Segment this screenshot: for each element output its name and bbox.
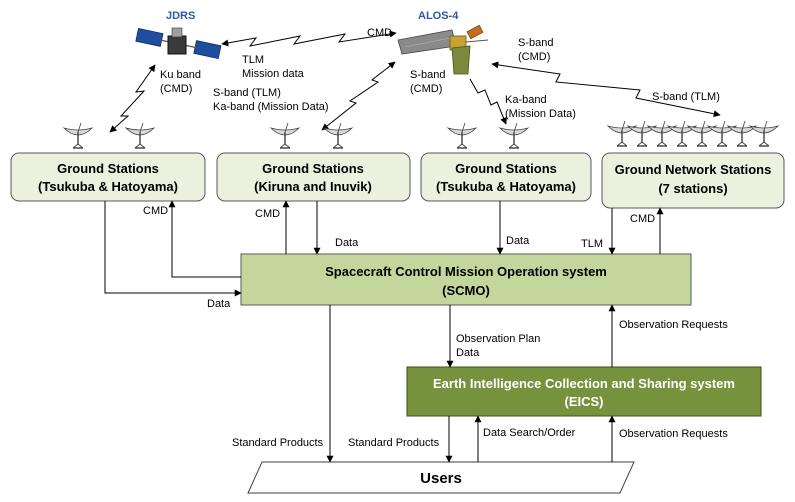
std-products-2-label: Standard Products: [348, 437, 440, 449]
connectors: [104, 200, 664, 463]
antenna-icon: [125, 122, 155, 149]
antenna-icon: [707, 120, 737, 147]
link-jdrs-gs1: [109, 64, 156, 133]
cmd-gs4-label: CMD: [630, 213, 655, 225]
data-gs1-label: Data: [207, 298, 231, 310]
flow-gs1-cmd: [168, 200, 241, 278]
cmd-gs1-label: CMD: [143, 205, 168, 217]
antenna-icon: [499, 122, 529, 149]
antenna-icon: [667, 120, 697, 147]
antenna-icon: [687, 120, 717, 147]
gs1-subtitle: (Tsukuba & Hatoyama): [38, 179, 178, 194]
s-band-tlm-label: S-band (TLM): [213, 87, 281, 99]
data-gs3-label: Data: [506, 235, 530, 247]
link-alos4-gs2: [321, 61, 396, 131]
data-search-label: Data Search/Order: [483, 427, 576, 439]
space-links: [109, 30, 721, 133]
ground-station-kiruna: Ground Stations (Kiruna and Inuvik): [216, 152, 411, 202]
scmo-box: Spacecraft Control Mission Operation sys…: [240, 253, 692, 306]
obs-plan-data-label: Data: [456, 347, 480, 359]
antenna-icon: [627, 120, 657, 147]
users-label: Users: [420, 470, 462, 487]
eics-title: Earth Intelligence Collection and Sharin…: [433, 376, 735, 391]
ground-network-stations: Ground Network Stations (7 stations): [601, 152, 785, 209]
s-band-right-label: S-band: [518, 37, 553, 49]
jdrs-label: JDRS: [166, 10, 195, 22]
gs2-subtitle: (Kiruna and Inuvik): [254, 179, 372, 194]
antenna-icon: [727, 120, 757, 147]
gs4-title: Ground Network Stations: [615, 162, 772, 177]
obs-requests-scmo-label: Observation Requests: [619, 319, 728, 331]
connector-labels: CMD Data CMD Data Data TLM CMD Observati…: [143, 205, 728, 449]
tlm-gs4-label: TLM: [581, 238, 603, 250]
jdrs-satellite: JDRS: [135, 10, 222, 60]
obs-requests-users-label: Observation Requests: [619, 428, 728, 440]
cmd-gs2-label: CMD: [255, 208, 280, 220]
s-band-tlm-right-label: S-band (TLM): [652, 91, 720, 103]
link-alos4-gs4: [491, 61, 721, 118]
link-jdrs-alos4: [221, 30, 397, 47]
ground-station-tsukuba-2: Ground Stations (Tsukuba & Hatoyama): [420, 152, 592, 202]
flow-gs1-data: [104, 201, 242, 297]
gs2-title: Ground Stations: [262, 161, 364, 176]
antenna-icon: [447, 122, 477, 149]
gs3-title: Ground Stations: [455, 161, 557, 176]
antenna-icon: [607, 120, 637, 147]
ka-band-mission-data-label: (Mission Data): [505, 108, 576, 120]
s-band-cmd-label: (CMD): [410, 83, 442, 95]
scmo-subtitle: (SCMO): [442, 283, 490, 298]
gs4-subtitle: (7 stations): [658, 181, 727, 196]
alos4-label: ALOS-4: [418, 10, 459, 22]
gs3-subtitle: (Tsukuba & Hatoyama): [436, 179, 576, 194]
ground-station-tsukuba-1: Ground Stations (Tsukuba & Hatoyama): [10, 152, 206, 202]
antenna-icon: [63, 122, 93, 149]
users-box: Users: [247, 461, 635, 494]
ka-band-mission-label: Ka-band (Mission Data): [213, 101, 329, 113]
std-products-1-label: Standard Products: [232, 437, 324, 449]
obs-plan-label: Observation Plan: [456, 333, 540, 345]
link-alos4-gs3: [469, 78, 507, 125]
space-link-labels: Ku band (CMD) CMD TLM Mission data S-ban…: [160, 27, 720, 120]
data-gs2-label: Data: [335, 237, 359, 249]
antennas: [63, 120, 779, 149]
mission-data-label: Mission data: [242, 68, 305, 80]
scmo-title: Spacecraft Control Mission Operation sys…: [325, 264, 607, 279]
s-band-label: S-band: [410, 69, 445, 81]
antenna-icon: [323, 122, 353, 149]
tlm-label: TLM: [242, 54, 264, 66]
ku-band-label: Ku band: [160, 69, 201, 81]
eics-box: Earth Intelligence Collection and Sharin…: [406, 366, 762, 417]
eics-subtitle: (EICS): [565, 394, 604, 409]
cmd-top-label: CMD: [367, 27, 392, 39]
alos4-satellite: ALOS-4: [397, 10, 489, 75]
s-band-right-cmd-label: (CMD): [518, 51, 550, 63]
ka-band-label: Ka-band: [505, 94, 547, 106]
jdrs-satellite-icon: [135, 27, 222, 60]
ku-band-cmd-label: (CMD): [160, 83, 192, 95]
antenna-icon: [270, 122, 300, 149]
gs1-title: Ground Stations: [57, 161, 159, 176]
antenna-icon: [749, 120, 779, 147]
antenna-icon: [647, 120, 677, 147]
alos4-satellite-icon: [397, 24, 489, 75]
